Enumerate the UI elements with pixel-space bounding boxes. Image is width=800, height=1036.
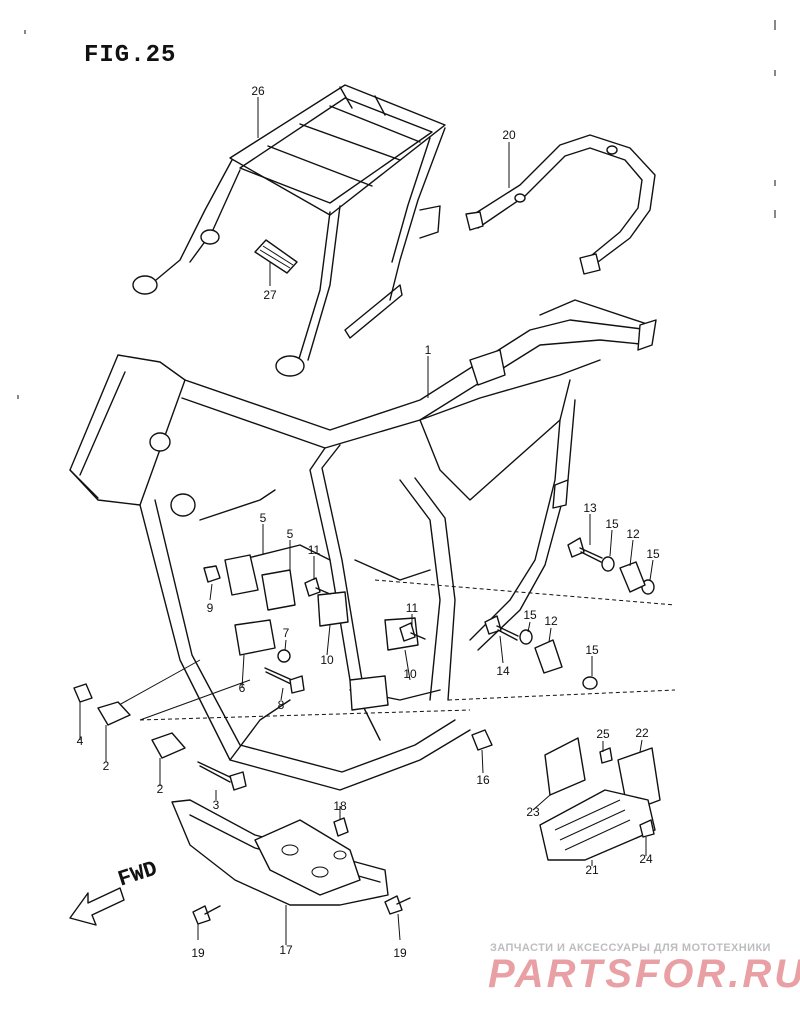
callout-2a[interactable]: 2: [103, 759, 110, 773]
callout-25[interactable]: 25: [596, 727, 610, 741]
watermark-tagline: ЗАПЧАСТИ И АКСЕССУАРЫ ДЛЯ МОТОТЕХНИКИ: [490, 942, 771, 954]
callout-8[interactable]: 8: [278, 698, 285, 712]
callout-24[interactable]: 24: [639, 852, 653, 866]
callout-17[interactable]: 17: [279, 943, 293, 957]
callout-numbers: 26 20 27 1 5 5 11 13 15 12 15 9 7 11 15 …: [77, 84, 660, 960]
callout-15b[interactable]: 15: [646, 547, 660, 561]
callout-12b[interactable]: 12: [544, 614, 558, 628]
callout-16[interactable]: 16: [476, 773, 490, 787]
callout-19a[interactable]: 19: [191, 946, 205, 960]
callout-1[interactable]: 1: [425, 343, 432, 357]
skid-plate[interactable]: [171, 799, 389, 906]
figure-title: FIG.25: [84, 42, 177, 69]
callout-19b[interactable]: 19: [393, 946, 407, 960]
callout-3[interactable]: 3: [213, 798, 220, 812]
callout-23[interactable]: 23: [526, 805, 540, 819]
rear-carrier-rack[interactable]: [132, 84, 446, 377]
callout-5a[interactable]: 5: [260, 511, 267, 525]
forward-arrow-icon: [69, 887, 125, 926]
tool-case-assembly[interactable]: [539, 737, 661, 861]
hardware-bolts-and-spacers[interactable]: [73, 537, 655, 925]
callout-2b[interactable]: 2: [157, 782, 164, 796]
callout-20[interactable]: 20: [502, 128, 516, 142]
callout-12a[interactable]: 12: [626, 527, 640, 541]
callout-14[interactable]: 14: [496, 664, 510, 678]
callout-7[interactable]: 7: [283, 626, 290, 640]
callout-11a[interactable]: 11: [308, 543, 321, 557]
callout-27[interactable]: 27: [263, 288, 277, 302]
callout-15c[interactable]: 15: [523, 608, 537, 622]
callout-5b[interactable]: 5: [287, 527, 294, 541]
callout-10b[interactable]: 10: [403, 667, 417, 681]
callout-leaders: [79, 97, 654, 945]
callout-9[interactable]: 9: [207, 601, 214, 615]
callout-13[interactable]: 13: [583, 501, 597, 515]
callout-22[interactable]: 22: [635, 726, 649, 740]
callout-6[interactable]: 6: [239, 681, 246, 695]
main-frame[interactable]: [69, 299, 676, 791]
callout-26[interactable]: 26: [251, 84, 265, 98]
callout-15d[interactable]: 15: [585, 643, 599, 657]
rack-label-plate[interactable]: [254, 239, 298, 274]
callout-18[interactable]: 18: [333, 799, 347, 813]
scan-edge-marks: [17, 20, 776, 399]
watermark-brand-logo: PARTSFOR.RU: [488, 952, 800, 996]
callout-4[interactable]: 4: [77, 734, 84, 748]
callout-21[interactable]: 21: [585, 863, 599, 877]
callout-15a[interactable]: 15: [605, 517, 619, 531]
callout-11b[interactable]: 11: [406, 601, 419, 615]
callout-10a[interactable]: 10: [320, 653, 334, 667]
grab-bar-handle[interactable]: [465, 134, 656, 275]
